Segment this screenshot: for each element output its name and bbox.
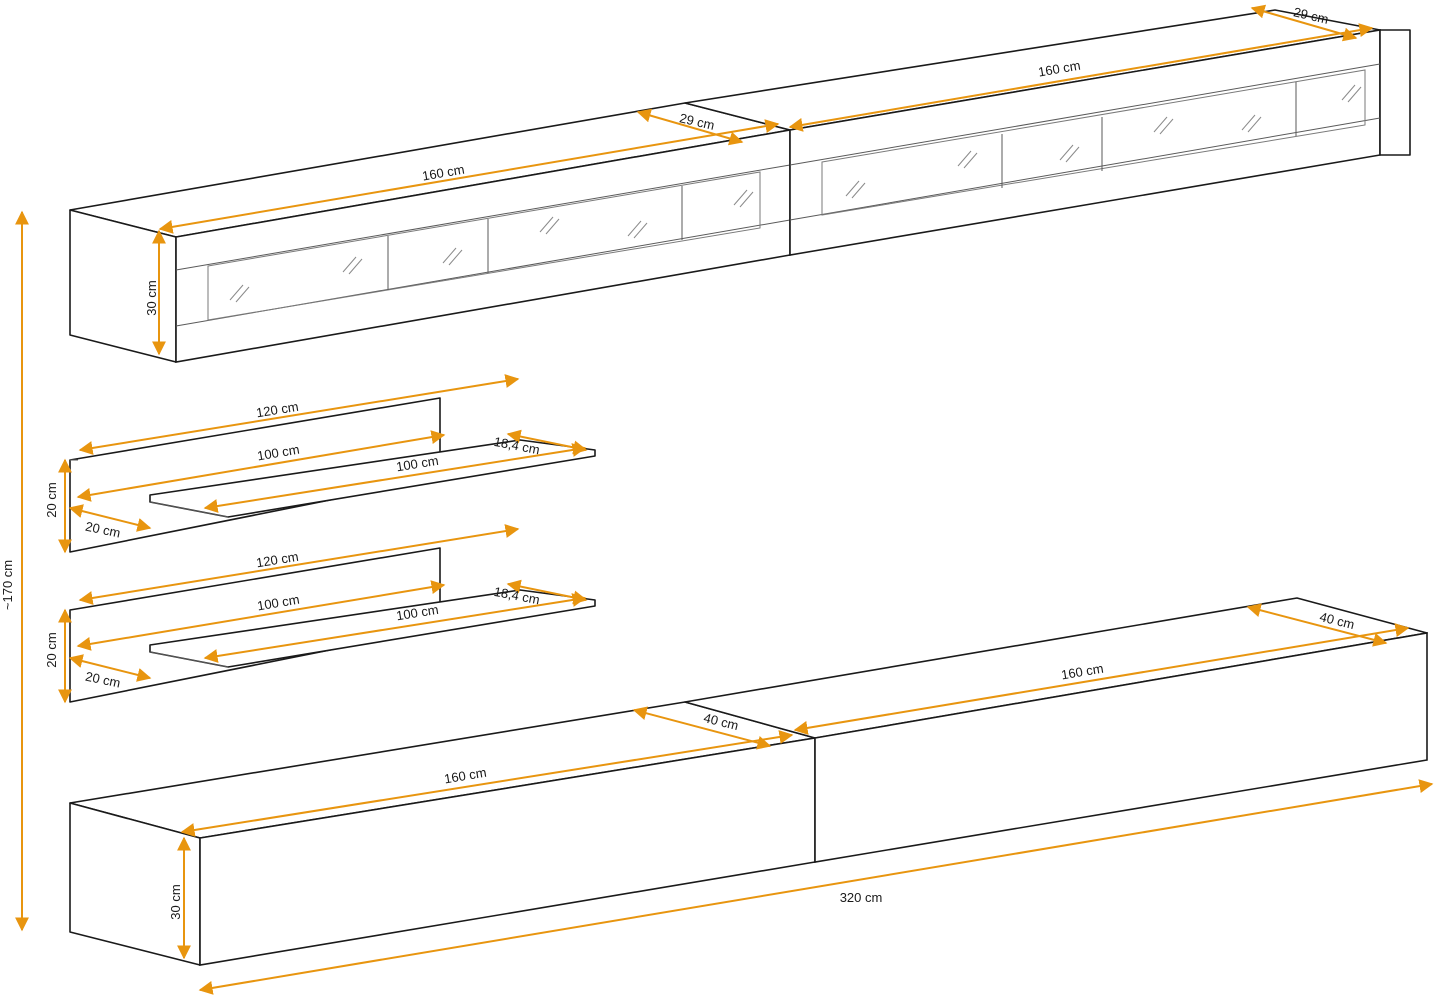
shelf1-front-width-label: 100 cm — [256, 442, 301, 464]
shelf2-depth-label: 20 cm — [84, 669, 122, 691]
top-height-label: 30 cm — [144, 280, 159, 315]
bottom-total-width-label: 320 cm — [840, 890, 883, 905]
shelf1-depth-label: 20 cm — [84, 519, 122, 541]
wall-shelf-lower — [69, 547, 596, 703]
bottom-height-label: 30 cm — [168, 884, 183, 919]
shelf2-front-width-label: 100 cm — [256, 592, 301, 614]
top-right-width-label: 160 cm — [1037, 58, 1082, 80]
shelf1-back-width-label: 120 cm — [255, 399, 299, 421]
bottom-right-width-label: 160 cm — [1060, 661, 1105, 683]
shelf1-board-width-label: 100 cm — [395, 453, 439, 474]
shelf2-back-width-label: 120 cm — [255, 549, 299, 571]
shelf2-height-label: 20 cm — [44, 632, 59, 667]
top-wall-cabinet-right — [684, 9, 1411, 256]
shelf1-height-label: 20 cm — [44, 482, 59, 517]
overall-height-label: ~170 cm — [0, 560, 15, 610]
top-left-width-label: 160 cm — [421, 162, 466, 184]
shelf2-board-width-label: 100 cm — [395, 602, 439, 623]
bottom-left-width-label: 160 cm — [443, 765, 488, 787]
dimension-lines — [15, 4, 1434, 995]
top-wall-cabinet-left — [69, 102, 791, 363]
bottom-cabinet-left — [69, 701, 816, 966]
